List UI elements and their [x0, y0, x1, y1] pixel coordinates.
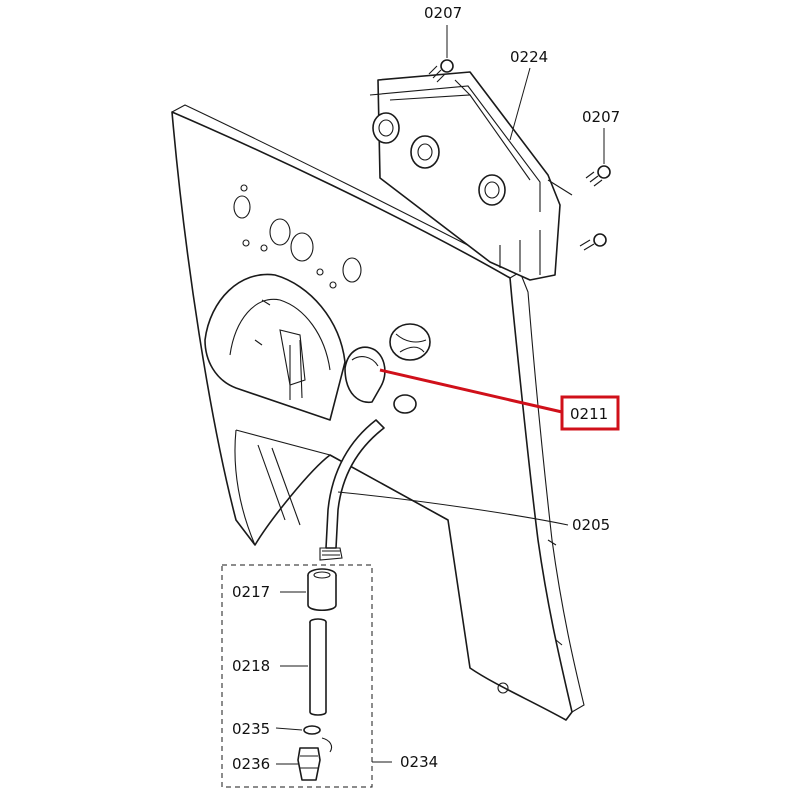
leader-lines	[275, 25, 605, 765]
label-0207-right: 0207	[582, 108, 620, 126]
highlight-leader	[379, 368, 563, 414]
kit-outline	[221, 564, 373, 788]
kit-parts	[297, 568, 337, 781]
highlight-box	[560, 395, 620, 431]
label-0205: 0205	[572, 516, 610, 534]
steam-tube-part	[319, 394, 417, 561]
control-bracket-part	[369, 71, 573, 281]
front-panel	[171, 104, 585, 721]
screw-parts	[428, 59, 611, 251]
label-0234: 0234	[400, 753, 438, 771]
label-0211: 0211	[570, 405, 608, 423]
screw-top	[428, 59, 454, 83]
label-0236: 0236	[232, 755, 270, 773]
label-0235: 0235	[232, 720, 270, 738]
label-0218: 0218	[232, 657, 270, 675]
screw-right	[585, 165, 611, 187]
screw-lower-right	[579, 233, 607, 251]
label-0207-top: 0207	[424, 4, 462, 22]
label-0217: 0217	[232, 583, 270, 601]
label-0224: 0224	[510, 48, 548, 66]
valve-knob-part	[344, 323, 431, 404]
